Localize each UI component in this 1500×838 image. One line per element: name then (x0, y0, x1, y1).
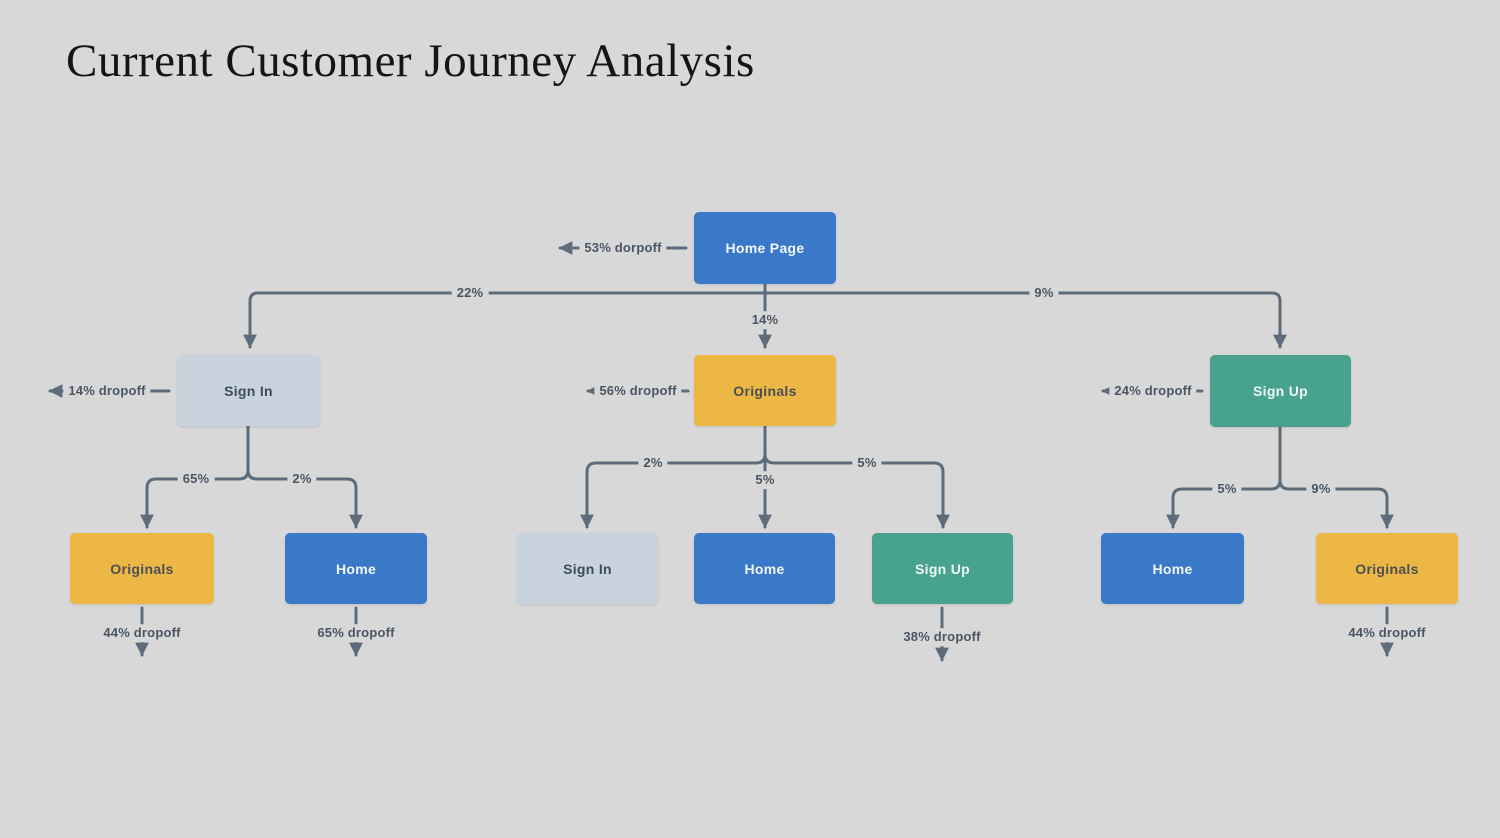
connector-originals-to-sign-in (580, 424, 767, 529)
dropoff-label-sign-up-mid: 38% dropoff (898, 628, 986, 646)
dropoff-label-home-left: 65% dropoff (312, 624, 400, 642)
dropoff-label-originals-right: 44% dropoff (1343, 624, 1431, 642)
node-sign-in-mid: Sign In (517, 533, 658, 604)
node-home-mid: Home (694, 533, 835, 604)
dropoff-label-sign-in: 14% dropoff (63, 382, 151, 400)
dropoff-label-home-page: 53% dorpoff (579, 239, 667, 257)
node-originals-left: Originals (70, 533, 214, 604)
edge-label-root-sign-up: 9% (1029, 284, 1059, 302)
node-sign-in-mid-label: Sign In (563, 560, 612, 577)
connector-originals-to-sign-up (763, 424, 950, 529)
edge-label-sign-up-home: 5% (1212, 480, 1242, 498)
node-sign-in: Sign In (177, 355, 320, 426)
node-home-mid-label: Home (744, 560, 785, 577)
node-originals-left-label: Originals (110, 560, 174, 577)
dropoff-label-originals: 56% dropoff (594, 382, 682, 400)
connector-sign-up-to-originals (1278, 425, 1394, 529)
edge-label-originals-sign-up: 5% (852, 454, 882, 472)
edge-label-sign-in-home: 2% (287, 470, 317, 488)
edge-label-root-sign-in: 22% (451, 284, 489, 302)
node-originals-label: Originals (733, 382, 797, 399)
edge-label-root-originals: 14% (746, 311, 784, 329)
node-originals-right-label: Originals (1355, 560, 1419, 577)
node-home-page: Home Page (694, 212, 836, 284)
node-sign-in-label: Sign In (224, 382, 273, 399)
node-sign-up: Sign Up (1210, 355, 1351, 427)
node-originals: Originals (694, 355, 836, 426)
node-sign-up-mid-label: Sign Up (915, 560, 970, 577)
node-home-page-label: Home Page (725, 240, 805, 256)
connector-root-to-sign-up (763, 291, 1287, 349)
node-originals-right: Originals (1316, 533, 1458, 604)
dropoff-label-sign-up: 24% dropoff (1109, 382, 1197, 400)
edge-label-originals-home: 5% (750, 471, 780, 489)
node-home-right-label: Home (1152, 560, 1193, 577)
connector-sign-up-to-home (1166, 425, 1282, 529)
node-home-left-label: Home (335, 560, 377, 577)
page-title: Current Customer Journey Analysis (66, 35, 755, 87)
edge-label-sign-in-originals: 65% (177, 470, 215, 488)
node-home-left: Home (285, 533, 427, 604)
node-sign-up-label: Sign Up (1253, 383, 1308, 399)
dropoff-label-originals-left: 44% dropoff (98, 624, 186, 642)
edge-label-originals-sign-in: 2% (638, 454, 668, 472)
node-home-right: Home (1101, 533, 1244, 604)
node-sign-up-mid: Sign Up (872, 533, 1013, 604)
edge-label-sign-up-originals: 9% (1306, 480, 1336, 498)
connector-root-to-sign-in (243, 291, 767, 349)
